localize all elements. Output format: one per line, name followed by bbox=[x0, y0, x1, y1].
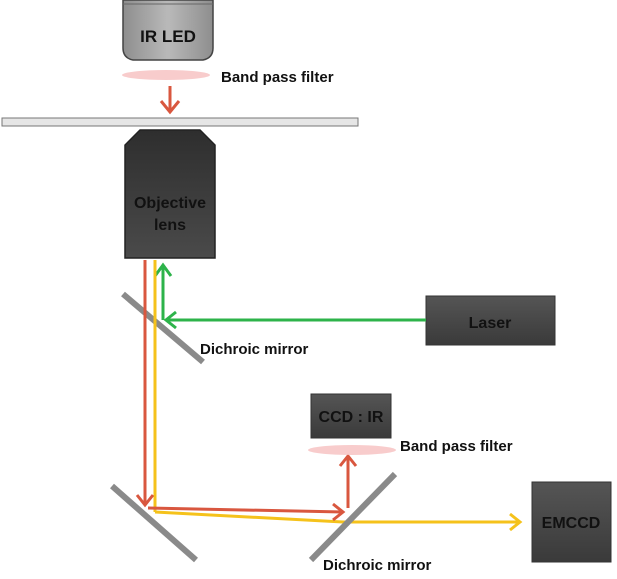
objective-lens: Objective lens bbox=[124, 129, 216, 259]
band-pass-filter-ccd: Band pass filter bbox=[308, 438, 513, 455]
laser-beam bbox=[153, 262, 426, 330]
sample-stage bbox=[1, 117, 359, 127]
dichroic-mirror-2-label: Dichroic mirror bbox=[323, 557, 432, 574]
ir-led-label: IR LED bbox=[140, 27, 196, 46]
band-pass-filter-ccd-label: Band pass filter bbox=[400, 438, 513, 455]
objective-lens-label-line2: lens bbox=[154, 217, 186, 234]
ir-led: IR LED bbox=[122, 0, 214, 61]
band-pass-filter-top: Band pass filter bbox=[122, 69, 334, 86]
dichroic-mirror-2: Dichroic mirror bbox=[308, 471, 432, 574]
ccd-ir-label: CCD : IR bbox=[319, 409, 384, 426]
objective-lens-label-line1: Objective bbox=[134, 195, 206, 212]
emission-beam bbox=[153, 260, 523, 532]
band-pass-filter-top-label: Band pass filter bbox=[221, 69, 334, 86]
laser-label: Laser bbox=[469, 315, 512, 332]
ir-beam-down-arrow bbox=[159, 86, 181, 115]
emccd-label: EMCCD bbox=[542, 515, 601, 532]
mirror-bottom bbox=[110, 483, 198, 563]
ir-return-beam bbox=[135, 260, 358, 522]
dichroic-mirror-1-label: Dichroic mirror bbox=[200, 341, 309, 358]
ccd-ir-camera: CCD : IR bbox=[310, 393, 392, 439]
laser: Laser bbox=[425, 295, 556, 346]
emccd-camera: EMCCD bbox=[531, 481, 612, 563]
dichroic-mirror-1: Dichroic mirror bbox=[121, 291, 309, 365]
